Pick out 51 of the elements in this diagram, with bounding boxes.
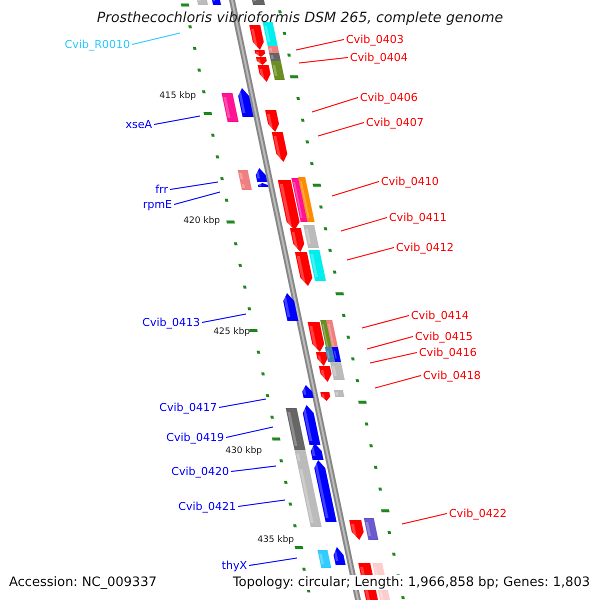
- leader-line: [312, 97, 358, 112]
- scale-label: 420 kbp: [183, 216, 220, 226]
- gene-label: Cvib_0420: [171, 465, 229, 478]
- gene-label: Cvib_0416: [419, 346, 477, 359]
- gene-label: Cvib_0407: [366, 116, 424, 129]
- leader-line: [202, 314, 246, 323]
- gene-label: Cvib_0403: [346, 33, 404, 46]
- leader-line: [298, 57, 348, 64]
- leader-line: [370, 352, 418, 364]
- gene-label: Cvib_0414: [411, 309, 469, 322]
- gene-label: frr: [155, 183, 168, 196]
- leader-line: [346, 247, 394, 260]
- leader-line: [296, 39, 344, 50]
- gene-label: thyX: [222, 559, 247, 572]
- scale-label: 425 kbp: [213, 327, 250, 337]
- gene-label: Cvib_0411: [389, 211, 447, 224]
- gene-label: xseA: [125, 118, 152, 131]
- gene-label: Cvib_0418: [423, 369, 481, 382]
- leader-line: [218, 398, 266, 408]
- leader-line: [174, 192, 220, 205]
- gene-label: Cvib_0421: [178, 500, 236, 513]
- scale-label: 430 kbp: [225, 446, 262, 456]
- scale-label: 415 kbp: [159, 91, 196, 101]
- footer-text: Accession: NC_009337: [9, 575, 157, 590]
- leader-line: [230, 466, 276, 472]
- leader-line: [402, 513, 448, 524]
- gene-label: Cvib_0410: [381, 175, 439, 188]
- leader-line: [318, 122, 364, 136]
- gene-label: Cvib_0419: [166, 431, 224, 444]
- gene-label: Cvib_R0010: [64, 38, 130, 51]
- gene-label: Cvib_0422: [449, 507, 507, 520]
- leader-line: [170, 182, 218, 190]
- gene-label: Cvib_0415: [415, 330, 473, 343]
- leader-line: [332, 181, 380, 196]
- gene-label: Cvib_0417: [159, 401, 217, 414]
- leader-line: [374, 375, 422, 388]
- gene-label: Cvib_0406: [360, 91, 418, 104]
- gene-label: Cvib_0413: [142, 316, 200, 329]
- title: Prosthecochloris vibrioformis DSM 265, complete genome: [96, 10, 504, 27]
- leader-line: [366, 336, 414, 350]
- leader-line: [154, 116, 200, 125]
- leader-line: [226, 426, 274, 438]
- gene-label: Cvib_0404: [350, 51, 408, 64]
- leader-line: [238, 500, 286, 507]
- leader-line: [340, 217, 388, 232]
- leader-line: [362, 315, 410, 328]
- leader-line: [132, 32, 180, 45]
- leader-line: [248, 558, 298, 566]
- gene-label: Cvib_0412: [396, 241, 454, 254]
- gene-label: rpmE: [142, 198, 172, 211]
- scale-label: 435 kbp: [257, 535, 294, 545]
